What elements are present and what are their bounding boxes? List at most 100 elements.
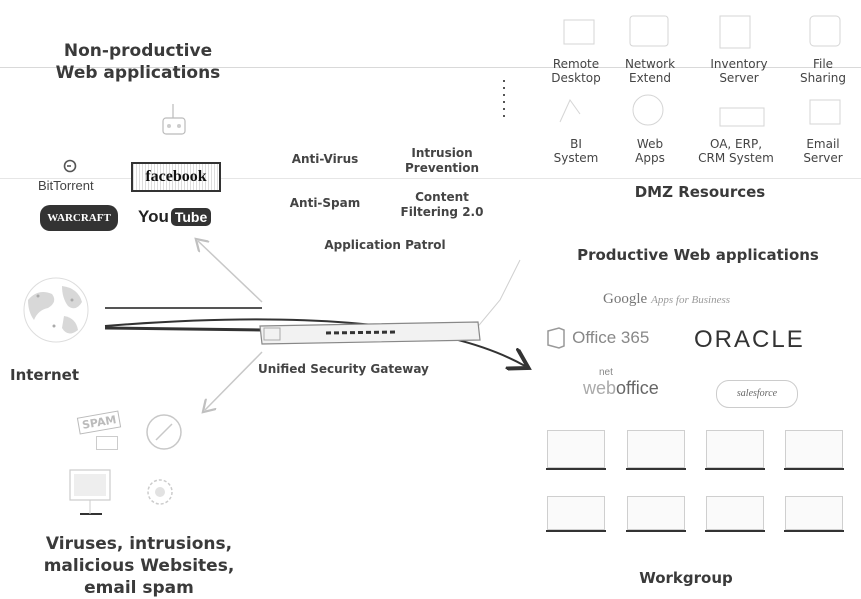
dmz-email-server: Email Server bbox=[788, 137, 858, 165]
web-apps-icon bbox=[632, 94, 664, 126]
email-server-icon bbox=[809, 99, 841, 125]
blocked-arrow-nonproductive bbox=[198, 241, 263, 303]
internet-label: Internet bbox=[10, 366, 80, 384]
network-extend-line1: Network bbox=[624, 57, 676, 71]
salesforce-text: salesforce bbox=[736, 388, 778, 399]
feature-application-patrol: Application Patrol bbox=[324, 238, 446, 252]
dmz-bi-system: BI System bbox=[538, 137, 614, 165]
facebook-text: facebook bbox=[145, 168, 207, 185]
email-server-line1: Email bbox=[806, 137, 840, 151]
salesforce-logo: salesforce bbox=[716, 380, 798, 408]
remote-desktop-icon bbox=[563, 19, 595, 45]
network-extend-line2: Extend bbox=[629, 71, 671, 85]
email-server-line2: Server bbox=[803, 151, 843, 165]
threats-line1: Viruses, intrusions, bbox=[45, 534, 233, 554]
bi-system-icon bbox=[559, 99, 581, 123]
oa-erp-crm-line2: CRM System bbox=[698, 151, 774, 165]
workgroup-monitor bbox=[546, 496, 606, 532]
background-rule bbox=[0, 67, 861, 68]
productive-title: Productive Web applications bbox=[577, 246, 819, 264]
gateway-label: Unified Security Gateway bbox=[258, 362, 429, 376]
gaming-icon bbox=[162, 104, 186, 135]
workgroup-monitor bbox=[626, 430, 686, 470]
webex-logo: net weboffice bbox=[583, 368, 703, 399]
file-sharing-line2: Sharing bbox=[799, 71, 847, 85]
dmz-remote-desktop: Remote Desktop bbox=[538, 57, 614, 85]
warcraft-text: WARCRAFT bbox=[47, 212, 111, 224]
feature-anti-spam: Anti-Spam bbox=[289, 196, 361, 210]
oa-erp-crm-icon bbox=[719, 107, 765, 127]
webex-top-text: net bbox=[599, 367, 613, 378]
feature-intrusion-prevention: Intrusion Prevention bbox=[390, 146, 494, 176]
infected-computer-icon bbox=[69, 469, 111, 515]
threats-line3: email spam bbox=[84, 578, 194, 598]
threats-caption: Viruses, intrusions, malicious Websites,… bbox=[20, 533, 258, 599]
file-sharing-icon bbox=[809, 15, 841, 47]
warcraft-logo: WARCRAFT bbox=[40, 205, 118, 231]
bi-system-line2: System bbox=[553, 151, 599, 165]
background-rule bbox=[0, 178, 861, 179]
feature-content-filtering: Content Filtering 2.0 bbox=[384, 190, 500, 220]
bittorrent-text: BitTorrent bbox=[38, 178, 94, 193]
workgroup-monitor bbox=[705, 430, 765, 470]
workgroup-monitor bbox=[705, 496, 765, 532]
content-line1: Content bbox=[415, 190, 469, 204]
office-icon bbox=[547, 327, 565, 349]
oracle-logo: ORACLE bbox=[694, 326, 805, 353]
google-text: Google bbox=[603, 291, 648, 307]
internet-to-gateway-line-2 bbox=[104, 326, 263, 332]
internet-globe-icon bbox=[23, 277, 89, 343]
dmz-file-sharing: File Sharing bbox=[788, 57, 858, 85]
inventory-server-icon bbox=[719, 15, 751, 49]
nonproductive-title-line2: Web applications bbox=[55, 63, 221, 83]
webex-office-text: office bbox=[616, 378, 659, 398]
google-apps-logo: Google Apps for Business bbox=[603, 290, 803, 308]
virus-icon bbox=[147, 479, 173, 505]
remote-desktop-line2: Desktop bbox=[551, 71, 601, 85]
workgroup-monitor bbox=[784, 496, 844, 532]
gateway-to-dmz-line bbox=[469, 259, 521, 337]
malicious-site-icon bbox=[146, 414, 182, 450]
threats-line2: malicious Websites, bbox=[43, 556, 235, 576]
dmz-oa-erp-crm: OA, ERP, CRM System bbox=[686, 137, 786, 165]
gateway-to-productive-arrow bbox=[104, 318, 525, 366]
dmz-title: DMZ Resources bbox=[634, 183, 766, 201]
dmz-web-apps: Web Apps bbox=[612, 137, 688, 165]
youtube-you-text: You bbox=[138, 207, 169, 226]
feature-anti-virus: Anti-Virus bbox=[291, 152, 359, 166]
facebook-logo: facebook bbox=[131, 162, 221, 192]
webex-web-text: web bbox=[583, 378, 617, 398]
web-apps-line1: Web bbox=[636, 137, 664, 151]
spam-stamp-text: SPAM bbox=[76, 410, 122, 435]
remote-desktop-line1: Remote bbox=[552, 57, 600, 71]
inventory-server-line2: Server bbox=[719, 71, 759, 85]
spam-icon: SPAM bbox=[66, 410, 130, 450]
network-extend-icon bbox=[629, 15, 669, 47]
intrusion-line2: Prevention bbox=[405, 161, 479, 175]
workgroup-monitor bbox=[784, 430, 844, 470]
nonproductive-title: Non-productive Web applications bbox=[38, 40, 238, 84]
file-sharing-line1: File bbox=[812, 57, 834, 71]
dmz-second-icons bbox=[559, 94, 841, 127]
youtube-tube-text: Tube bbox=[170, 208, 212, 226]
inventory-server-line1: Inventory bbox=[710, 57, 768, 71]
dmz-top-icons bbox=[563, 15, 841, 49]
google-apps-text: Apps for Business bbox=[651, 294, 731, 306]
blocked-arrow-threats bbox=[205, 351, 263, 410]
bi-system-line1: BI bbox=[570, 137, 582, 151]
workgroup-monitor bbox=[546, 430, 606, 470]
workgroup-label: Workgroup bbox=[639, 569, 733, 587]
office365-text: Office 365 bbox=[572, 328, 650, 347]
bittorrent-logo: BitTorrent bbox=[38, 158, 118, 193]
workgroup-monitor bbox=[626, 496, 686, 532]
nonproductive-title-line1: Non-productive bbox=[63, 41, 213, 61]
dmz-inventory-server: Inventory Server bbox=[694, 57, 784, 85]
security-gateway-device bbox=[259, 321, 481, 345]
content-line2: Filtering 2.0 bbox=[400, 205, 484, 219]
dmz-network-extend: Network Extend bbox=[612, 57, 688, 85]
bittorrent-icon bbox=[63, 159, 77, 173]
web-apps-line2: Apps bbox=[635, 151, 665, 165]
intrusion-line1: Intrusion bbox=[411, 146, 473, 160]
